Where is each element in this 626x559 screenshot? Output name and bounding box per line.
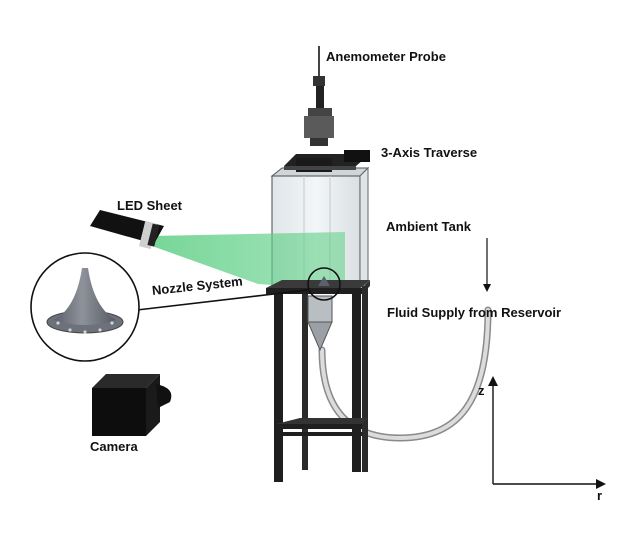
led-sheet-label: LED Sheet [117,198,183,213]
ambient-tank-label: Ambient Tank [386,219,471,234]
anemometer-probe-label: Anemometer Probe [326,49,446,64]
fluid-supply-hose [318,306,492,442]
axis-r-label: r [597,488,603,503]
traverse-label: 3-Axis Traverse [381,145,478,160]
nozzle-assembly [307,295,333,352]
nozzle-leader-line [136,289,309,311]
nozzle-highlight-circle [307,267,341,301]
light-sheet [152,232,345,290]
nozzle-tip [318,276,330,286]
coordinate-axes [488,376,606,489]
ambient-tank-arrow [483,238,491,292]
camera-label: Camera [90,439,138,454]
led-sheet-source [90,210,164,250]
axis-z-label: z [478,383,485,398]
three-axis-traverse [284,150,370,172]
camera [92,374,172,436]
fluid-supply-label: Fluid Supply from Reservoir [387,305,562,320]
support-frame [266,280,370,482]
nozzle-zoom-inset [30,252,140,362]
anemometer-probe [304,46,334,146]
